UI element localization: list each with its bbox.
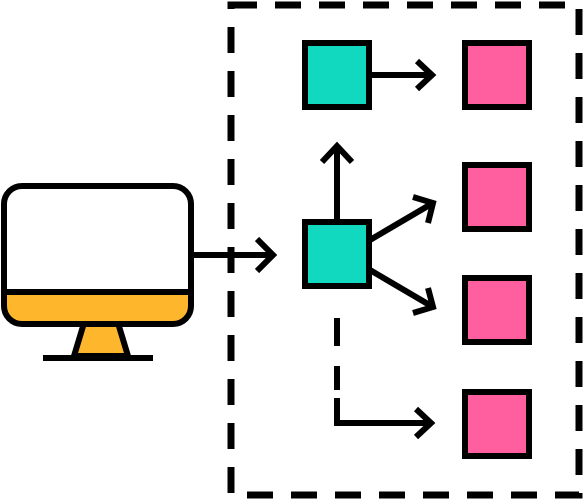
arrowhead (414, 58, 437, 92)
connector-secondary-endpoint-1 (370, 58, 437, 92)
boundary-box (227, 1, 583, 499)
secondary-node (302, 40, 372, 110)
monitor-screen (1, 183, 194, 327)
desktop-monitor-icon (1, 183, 194, 361)
monitor-bezel (4, 292, 191, 324)
connector-router-endpoint-4 (334, 318, 436, 440)
connector-router-secondary (319, 141, 355, 222)
arrowhead (254, 236, 278, 274)
endpoint-node-4 (462, 389, 532, 459)
arrowhead (412, 287, 437, 316)
endpoint-node-3 (462, 275, 532, 345)
connector-router-endpoint-3 (368, 267, 437, 316)
router-node (302, 219, 372, 289)
connector-computer-router (193, 236, 278, 274)
arrowhead (413, 406, 436, 440)
arrowhead (319, 141, 355, 165)
endpoint-node-2 (462, 162, 532, 232)
endpoint-node-1 (462, 40, 532, 110)
connector-router-endpoint-2 (368, 194, 437, 243)
arrowhead (412, 194, 437, 224)
monitor-stand (71, 320, 131, 359)
